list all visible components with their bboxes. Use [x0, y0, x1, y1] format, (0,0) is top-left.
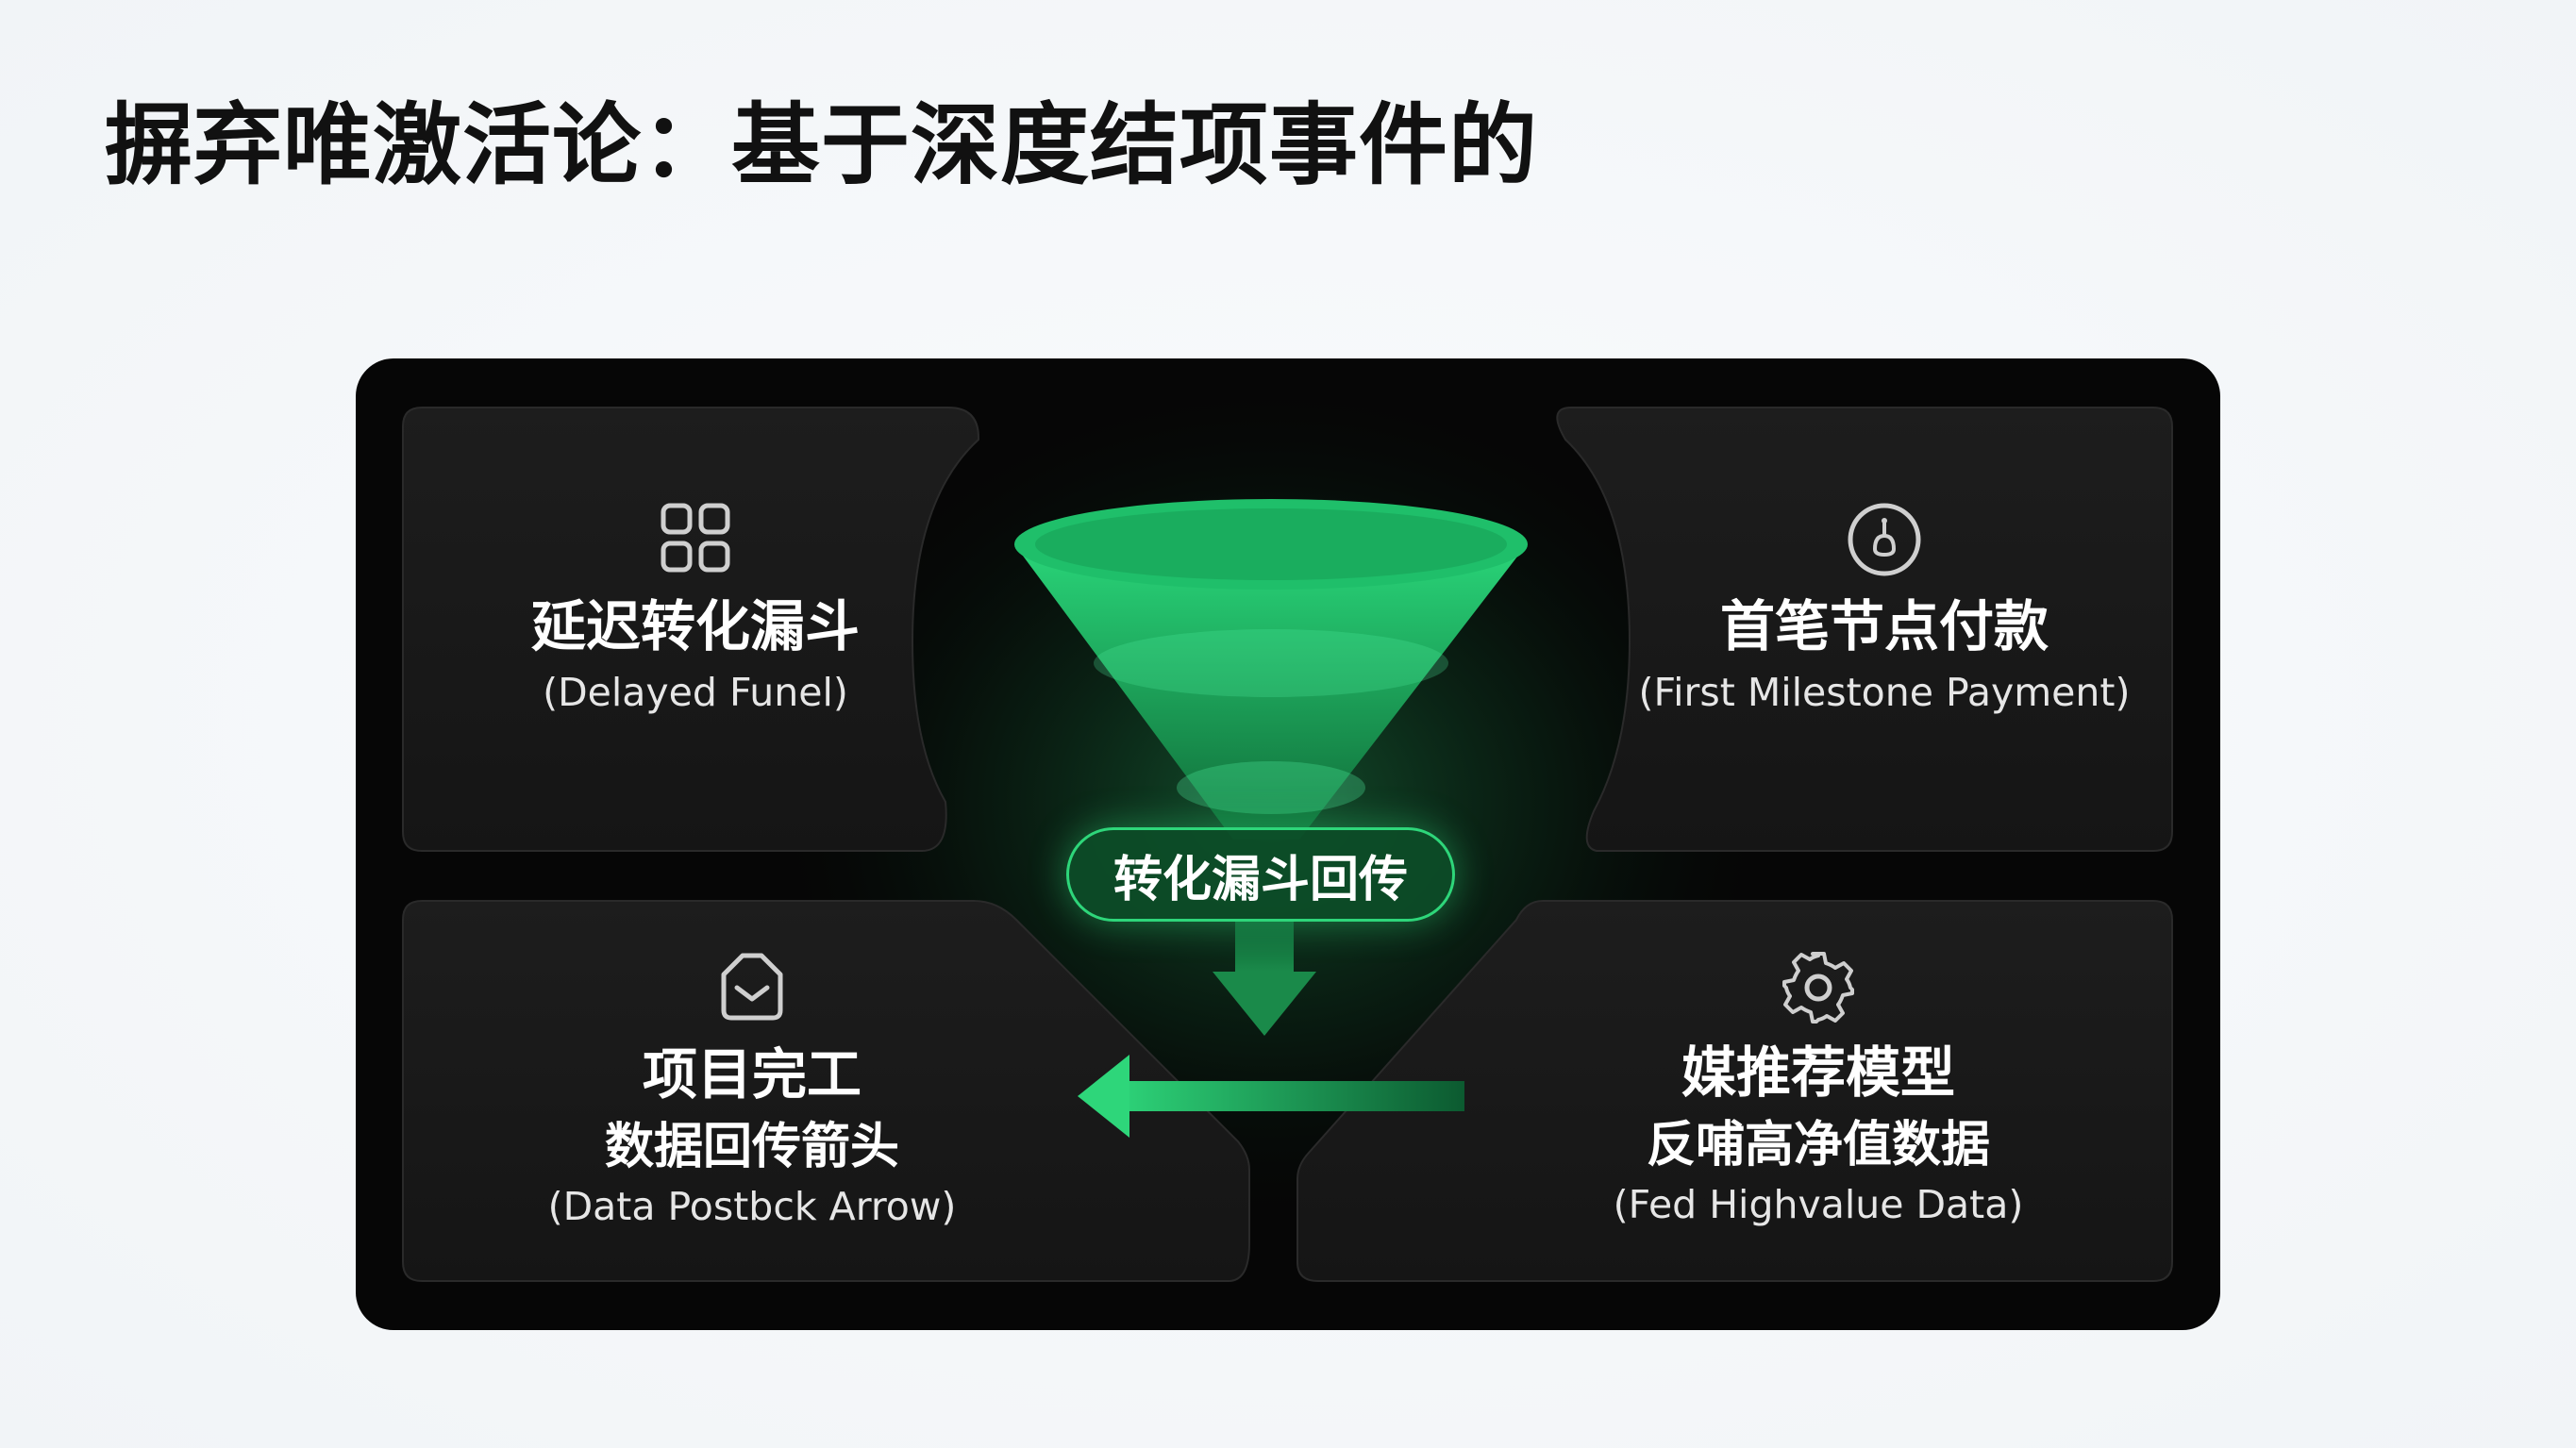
funnel-postback-pill: 转化漏斗回传 — [1066, 827, 1455, 922]
pill-label: 转化漏斗回传 — [1112, 851, 1408, 908]
inbox-icon — [721, 953, 783, 1021]
card-first-milestone-payment: 首笔节点付款 (First Milestone Payment) — [1630, 500, 2139, 718]
card-subtitle-cn: 反哺高净值数据 — [1646, 1116, 1990, 1173]
card-subtitle: (Fed Highvalue Data) — [1613, 1181, 2024, 1227]
card-title: 延迟转化漏斗 — [530, 594, 860, 658]
card-media-recommendation-model: 媒推荐模型 反哺高净值数据 (Fed Highvalue Data) — [1582, 948, 2054, 1230]
card-title: 首笔节点付款 — [1719, 594, 2049, 658]
diagram-panel: 延迟转化漏斗 (Delayed Funel) 首笔节点付款 (First Mil… — [356, 358, 2220, 1330]
card-title: 媒推荐模型 — [1681, 1040, 1955, 1105]
card-subtitle: (Data Postbck Arrow) — [547, 1183, 957, 1229]
card-delayed-funnel: 延迟转化漏斗 (Delayed Funel) — [469, 500, 922, 718]
down-arrow — [1213, 920, 1316, 1036]
diagram-graphics — [402, 358, 2173, 1282]
card-subtitle: (First Milestone Payment) — [1638, 669, 2131, 715]
card-top-left-bg — [402, 407, 979, 852]
card-bottom-left-bg — [402, 900, 1250, 1282]
funnel-icon — [1014, 499, 1528, 840]
card-bottom-right-bg — [1296, 900, 2173, 1282]
card-top-right-bg — [1556, 407, 2173, 852]
postback-arrow — [1078, 1055, 1464, 1138]
card-subtitle-cn: 数据回传箭头 — [604, 1118, 899, 1175]
grid-icon — [661, 503, 730, 573]
coin-hand-icon — [1848, 503, 1921, 576]
card-title: 项目完工 — [642, 1042, 861, 1107]
page-title: 摒弃唯激活论：基于深度结项事件的 — [104, 94, 1539, 197]
card-subtitle: (Delayed Funel) — [543, 669, 848, 715]
card-project-completion: 项目完工 数据回传箭头 (Data Postbck Arrow) — [526, 948, 979, 1232]
gear-icon — [1782, 952, 1854, 1024]
